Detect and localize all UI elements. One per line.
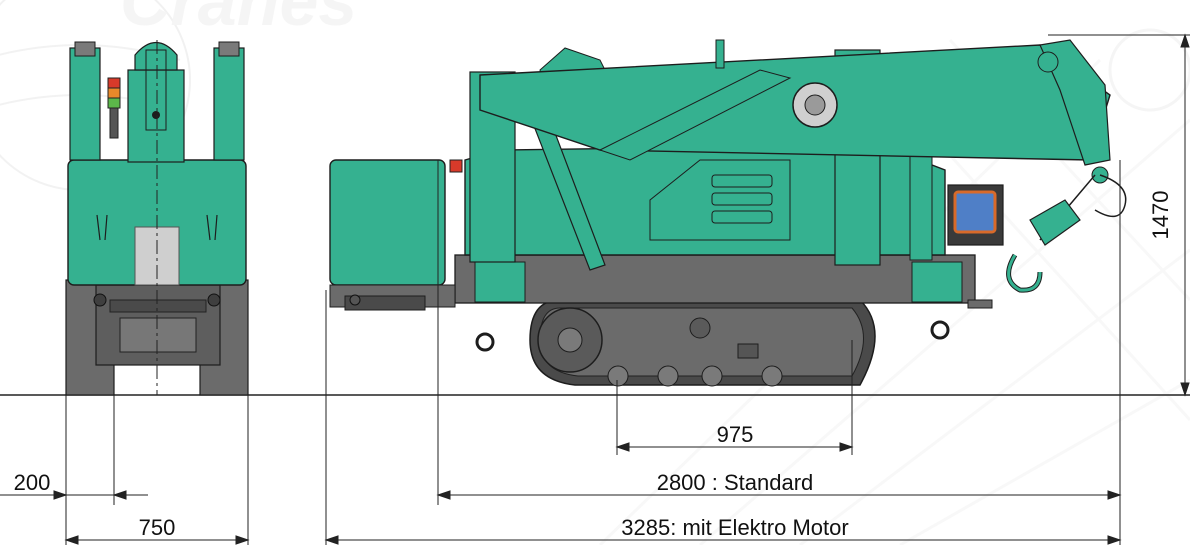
side-view: [329, 39, 1127, 387]
hook-block: [1029, 199, 1081, 246]
signal-light-green: [107, 97, 121, 109]
roller-3: [701, 365, 723, 387]
front-outrigger-left: [69, 47, 101, 161]
front-outrigger-right: [213, 47, 245, 161]
dim-width-label: 750: [139, 515, 176, 540]
front-view: [65, 40, 249, 396]
roller-1: [607, 365, 629, 387]
signal-light-red: [107, 77, 121, 89]
control-window: [953, 190, 997, 234]
dim-height-label: 1470: [1148, 191, 1173, 240]
roller-2: [657, 365, 679, 387]
dim-side-offset-label: 200: [14, 470, 51, 495]
beacon-icon: [449, 159, 463, 173]
chassis-frame: [454, 254, 976, 304]
dim-length-standard-label: 2800 : Standard: [657, 470, 814, 495]
roller-4: [761, 365, 783, 387]
dimension-lines: [0, 33, 1190, 545]
dim-wheelbase-label: 975: [717, 422, 754, 447]
watermark-text: Cranes: [120, 0, 357, 40]
dim-length-electric-label: 3285: mit Elektro Motor: [621, 515, 848, 540]
electric-motor-unit: [329, 159, 446, 286]
signal-light-orange: [107, 87, 121, 99]
